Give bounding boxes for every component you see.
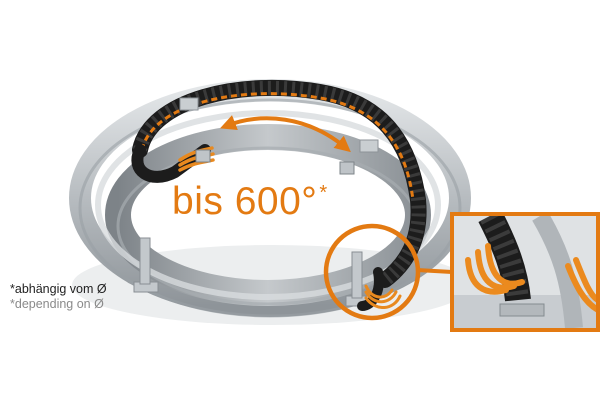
chain-loop — [131, 144, 211, 183]
rotation-angle-headline: bis 600°* — [172, 180, 328, 224]
bracket-top — [179, 97, 199, 111]
bracket-right — [359, 139, 379, 153]
footnote-german: *abhängig vom Ø — [10, 282, 107, 296]
headline-text: bis 600° — [172, 180, 318, 223]
rotation-arrow — [220, 115, 351, 153]
footnote-english: *depending on Ø — [10, 297, 104, 311]
magnifier-connector — [416, 268, 453, 274]
headline-asterisk: * — [319, 182, 328, 204]
bracket-center-left — [195, 149, 211, 163]
detail-callout-content — [454, 216, 596, 328]
bracket-center-right — [339, 161, 355, 175]
